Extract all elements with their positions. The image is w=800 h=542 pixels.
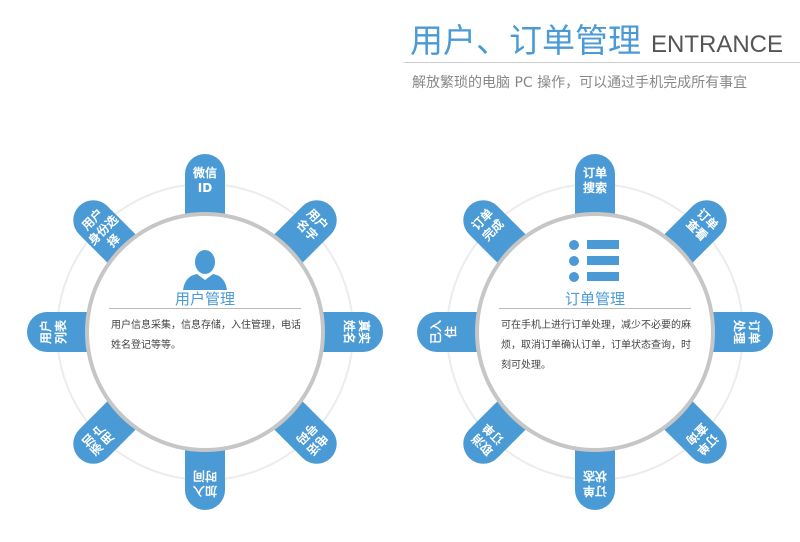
user-management-circle: 用户管理 用户信息采集，信息存储，入住管理，电话姓名登记等等。 — [85, 212, 325, 452]
user-icon — [183, 250, 227, 290]
divider — [404, 62, 800, 63]
section-title: 用户管理 — [174, 290, 235, 308]
section-title: 订单管理 — [564, 290, 625, 308]
subtitle: 解放繁琐的电脑 PC 操作，可以通过手机完成所有事宜 — [412, 75, 748, 91]
divider — [499, 308, 691, 309]
order-management-circle: 订单管理 可在手机上进行订单处理，减少不必要的麻烦，取消订单确认订单，订单状态查… — [475, 212, 715, 452]
section-description: 用户信息采集，信息存储，入住管理，电话姓名登记等等。 — [111, 320, 301, 351]
page-title: 用户、订单管理 ENTRANCE — [410, 14, 783, 62]
list-icon — [569, 240, 619, 282]
section-description: 可在手机上进行订单处理，减少不必要的麻烦，取消订单确认订单，订单状态查询，时刻可… — [501, 320, 691, 371]
title-en: ENTRANCE — [651, 31, 784, 58]
title-cn: 用户、订单管理 — [410, 21, 641, 60]
divider — [109, 308, 301, 309]
